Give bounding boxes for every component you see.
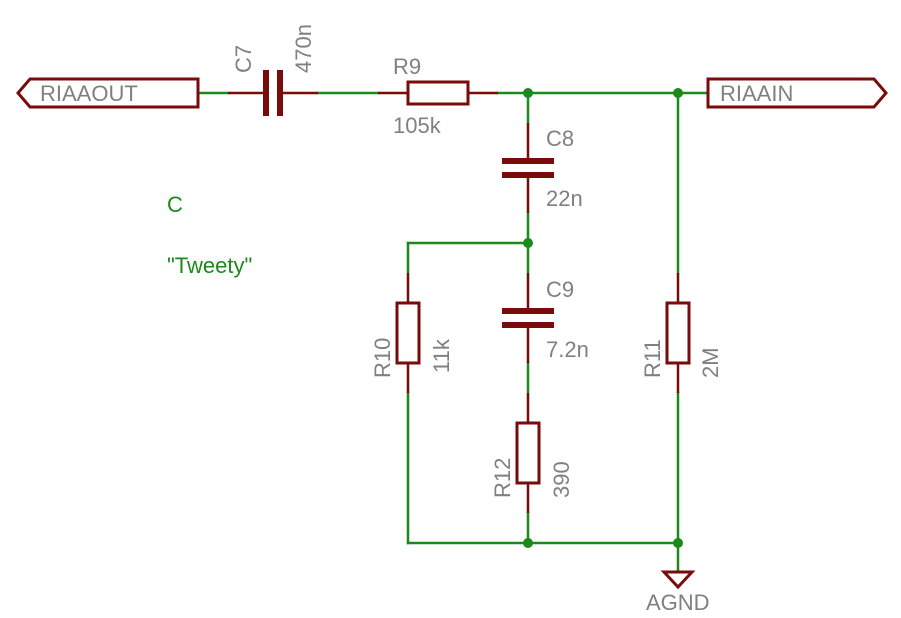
junction-dot (523, 538, 533, 548)
r10-value: 11k (429, 338, 454, 373)
port-riaain-label: RIAAIN (720, 81, 793, 106)
resistor-r9[interactable]: R9 105k (378, 54, 498, 138)
junctions (523, 88, 683, 548)
r12-name: R12 (490, 458, 515, 498)
junction-dot (523, 238, 533, 248)
r11-body (665, 301, 691, 365)
r11-value: 2M (698, 347, 723, 378)
port-riaaout-outline (16, 77, 200, 109)
c7-value: 470n (291, 24, 316, 73)
nickname-label: "Tweety" (167, 253, 252, 278)
agnd-label: AGND (646, 590, 710, 615)
junction-dot (523, 88, 533, 98)
port-riaain-outline (706, 77, 888, 109)
port-riaain[interactable]: RIAAIN (706, 77, 888, 109)
r12-value: 390 (549, 461, 574, 498)
c8-name: C8 (546, 126, 574, 151)
junction-dot (673, 538, 683, 548)
c7-name: C7 (231, 45, 256, 73)
r11-name: R11 (640, 339, 665, 378)
resistor-r12[interactable]: R12 390 (490, 393, 574, 513)
r9-body (406, 80, 470, 106)
r10-name: R10 (370, 338, 395, 378)
capacitor-c9[interactable]: C9 7.2n (502, 273, 589, 363)
r9-name: R9 (393, 54, 421, 79)
c8-value: 22n (546, 186, 583, 211)
c9-value: 7.2n (546, 337, 589, 362)
variant-label: C (167, 192, 183, 217)
capacitor-c7[interactable]: C7 470n (228, 24, 318, 116)
port-riaaout-label: RIAAOUT (40, 81, 138, 106)
ground-triangle-icon (660, 570, 696, 590)
r12-body (515, 421, 541, 485)
r9-value: 105k (393, 113, 442, 138)
capacitor-c8[interactable]: C8 22n (502, 123, 583, 213)
port-riaaout[interactable]: RIAAOUT (16, 77, 200, 109)
r10-body (395, 301, 421, 365)
resistor-r10[interactable]: R10 11k (370, 273, 454, 393)
c9-name: C9 (546, 277, 574, 302)
junction-dot (673, 88, 683, 98)
resistor-r11[interactable]: R11 2M (640, 273, 723, 393)
wires (196, 91, 710, 572)
ground-agnd[interactable]: AGND (646, 570, 710, 615)
